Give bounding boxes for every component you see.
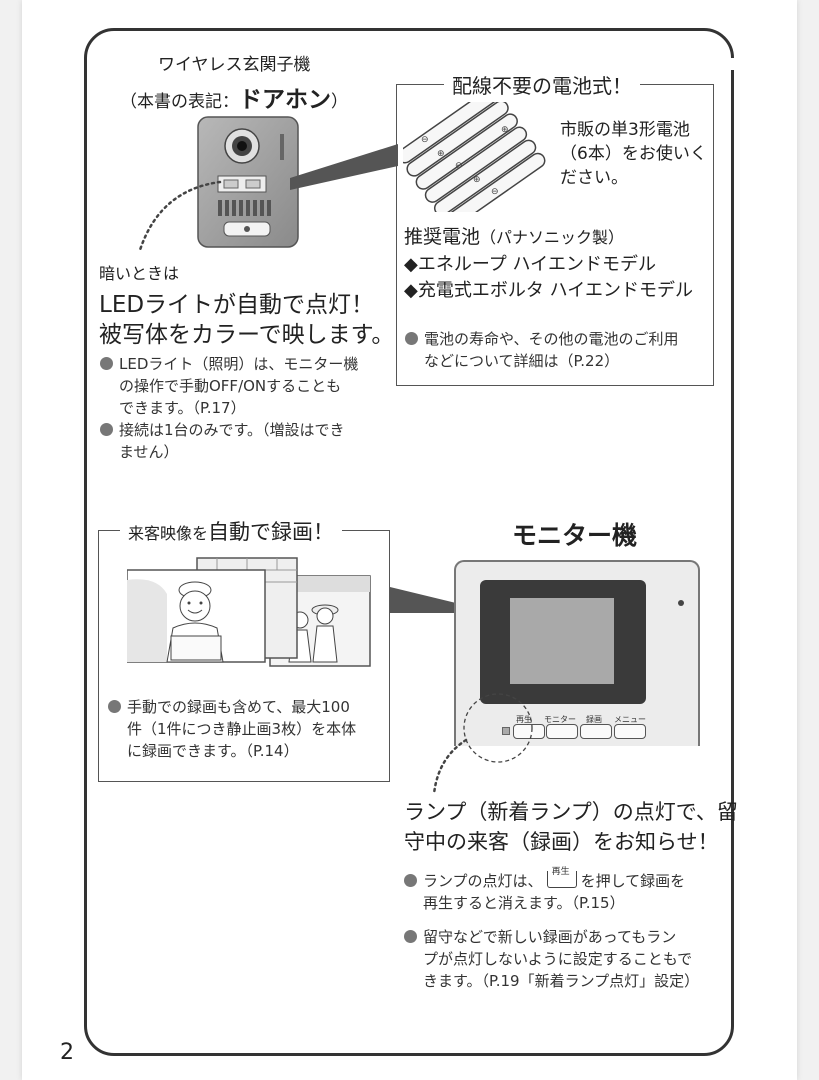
bullet-icon xyxy=(100,423,113,436)
dark-label: 暗いときは xyxy=(99,264,180,283)
record-box-title: 来客映像を自動で録画！ xyxy=(120,516,343,546)
record-button[interactable] xyxy=(580,724,612,739)
led-headline-2: 被写体をカラーで映します。 xyxy=(99,322,395,348)
lamp-note-1: ランプの点灯は、再生を押して録画を 再生すると消えます。（P.15） xyxy=(404,867,699,914)
batteries-illustration: ⊖ ⊕ ⊖ ⊕ ⊖ ⊕ xyxy=(403,102,546,212)
battery-desc: 市販の単3形電池 （6本）をお使いく ださい。 xyxy=(560,120,707,188)
svg-text:⊖: ⊖ xyxy=(455,161,463,171)
notation-prefix: （本書の表記： xyxy=(120,92,239,112)
play-key-symbol: 再生 xyxy=(546,867,577,888)
visitor-recording-illustration xyxy=(127,557,371,667)
led-pointer-line xyxy=(138,180,222,252)
notation-suffix: ） xyxy=(331,92,348,112)
monitor-screen-bezel xyxy=(480,580,646,704)
bullet-icon xyxy=(100,357,113,370)
door-unit-notes: LEDライト（照明）は、モニター機 の操作で手動OFF/ONすることも できます… xyxy=(100,353,390,463)
lamp-headline-1: ランプ（新着ランプ）の点灯で、留 xyxy=(404,800,738,824)
bullet-icon xyxy=(404,930,417,943)
battery-note: 電池の寿命や、その他の電池のご利用 などについて詳細は（P.22） xyxy=(405,328,679,372)
page-number: 2 xyxy=(60,1040,74,1065)
led-headline-1: LEDライトが自動で点灯！ xyxy=(99,292,375,318)
notation-name: ドアホン xyxy=(239,87,331,113)
monitor-title: モニター機 xyxy=(512,521,638,550)
recommended-item-1: ◆エネループ ハイエンドモデル xyxy=(404,254,656,275)
monitor-button[interactable] xyxy=(546,724,578,739)
bullet-icon xyxy=(405,332,418,345)
monitor-button-label: モニター xyxy=(544,715,576,724)
recommended-heading: 推奨電池（パナソニック製） xyxy=(404,226,625,248)
play-button[interactable] xyxy=(513,724,545,739)
lamp-highlight xyxy=(432,693,533,796)
content-frame xyxy=(84,28,734,1056)
battery-box-title: 配線不要の電池式！ xyxy=(444,70,640,99)
monitor-indicator xyxy=(678,600,684,606)
bullet-icon xyxy=(404,874,417,887)
play-button-label: 再生 xyxy=(516,715,532,724)
door-note-2: 接続は1台のみです。（増設はでき ません） xyxy=(100,419,390,463)
recommended-item-2: ◆充電式エボルタ ハイエンドモデル xyxy=(404,280,694,301)
monitor-connector xyxy=(390,587,456,613)
monitor-panel: 再生 モニター 録画 メニュー xyxy=(454,560,700,746)
record-note: 手動での録画も含めて、最大100 件（1件につき静止画3枚）を本体 に録画できま… xyxy=(108,696,356,762)
menu-button-label: メニュー xyxy=(614,715,646,724)
bullet-icon xyxy=(108,700,121,713)
door-note-1: LEDライト（照明）は、モニター機 の操作で手動OFF/ONすることも できます… xyxy=(100,353,390,419)
door-unit-illustration xyxy=(197,116,299,248)
lamp-headline-2: 守中の来客（録画）をお知らせ！ xyxy=(404,830,719,854)
lamp-notes: ランプの点灯は、再生を押して録画を 再生すると消えます。（P.15） 留守などで… xyxy=(404,867,699,992)
door-unit-notation: （本書の表記：ドアホン） xyxy=(120,80,348,114)
monitor-screen xyxy=(510,598,614,684)
svg-text:⊖: ⊖ xyxy=(491,187,499,197)
frame-gap xyxy=(727,58,739,70)
record-button-label: 録画 xyxy=(586,715,602,724)
lamp-note-2: 留守などで新しい録画があってもラン プが点灯しないように設定することもで きます… xyxy=(404,926,699,992)
new-arrival-lamp xyxy=(502,727,510,735)
svg-text:⊕: ⊕ xyxy=(473,175,481,185)
door-unit-name: ワイヤレス玄関子機 xyxy=(158,55,311,75)
svg-text:⊖: ⊖ xyxy=(421,135,429,145)
battery-connector xyxy=(290,144,398,190)
svg-text:⊕: ⊕ xyxy=(437,149,445,159)
menu-button[interactable] xyxy=(614,724,646,739)
svg-text:⊕: ⊕ xyxy=(501,125,509,135)
